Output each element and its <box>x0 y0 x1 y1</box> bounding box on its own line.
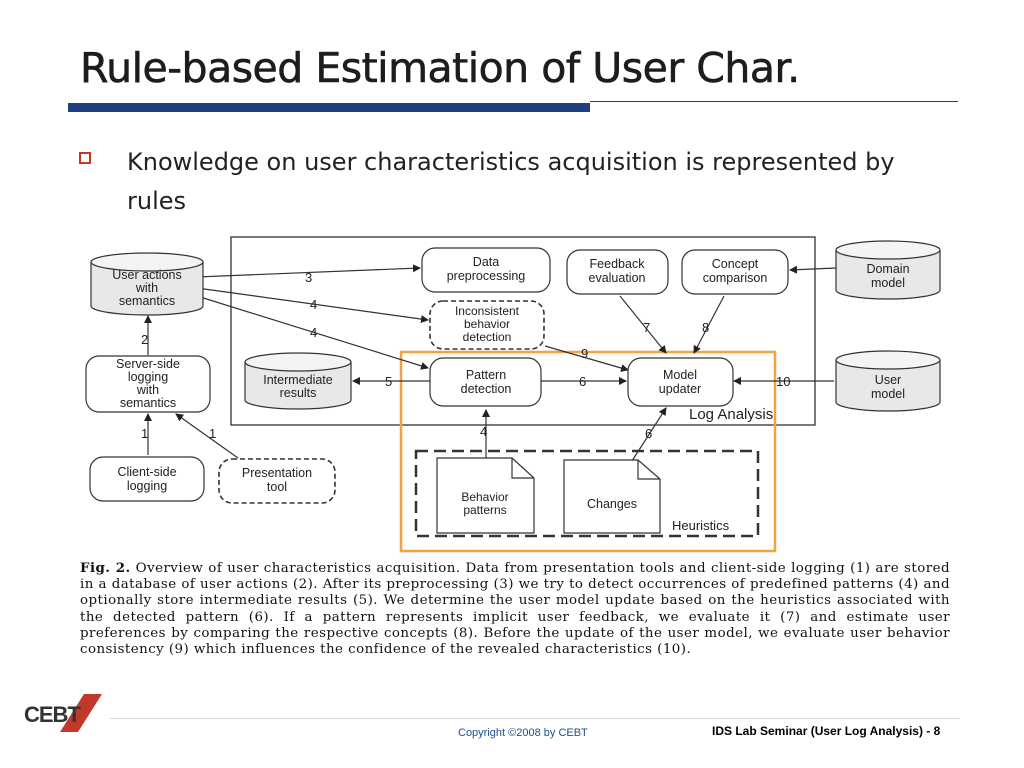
pattern-detection-node: Pattern detection <box>429 357 542 407</box>
feedback-evaluation-node: Feedback evaluation <box>566 249 669 295</box>
intermediate-results-store: Intermediate results <box>244 352 352 410</box>
edge-labels: 3 4 4 2 1 1 5 6 9 7 8 10 4 6 <box>141 270 790 441</box>
feedback-label-2: evaluation <box>589 271 646 285</box>
intermediate-label-2: results <box>280 386 317 400</box>
model-updater-label-1: Model <box>663 368 697 382</box>
intermediate-label-1: Intermediate <box>263 373 333 387</box>
title-underline-thick <box>68 103 590 112</box>
behavior-patterns-label-1: Behavior <box>461 490 508 504</box>
edge-label-6b: 6 <box>645 426 652 441</box>
logo-text: CEBT <box>24 702 81 727</box>
slide-title: Rule-based Estimation of User Char. <box>80 44 801 93</box>
feedback-label-1: Feedback <box>590 257 646 271</box>
cebt-logo: CEBT <box>24 694 102 732</box>
user-actions-label-1: User actions <box>112 268 181 282</box>
user-actions-label-3: semantics <box>119 294 175 308</box>
server-logging-label-4: semantics <box>120 396 176 410</box>
acquisition-diagram: Log Analysis Heuristics 3 4 4 2 1 1 5 6 … <box>85 236 941 553</box>
server-logging-label-1: Server-side <box>116 357 180 371</box>
figure-caption: Fig. 2. Overview of user characteristics… <box>80 560 950 658</box>
caption-text: Overview of user characteristics acquisi… <box>80 561 950 658</box>
user-actions-label-2: with <box>135 281 158 295</box>
edge-label-4b: 4 <box>310 325 317 340</box>
domain-model-store: Domain model <box>835 240 941 300</box>
heuristics-frame <box>414 449 760 538</box>
user-actions-store: User actions with semantics <box>90 252 204 316</box>
presentation-tool-label-2: tool <box>267 480 287 494</box>
inconsistent-label-2: behavior <box>464 317 510 331</box>
edge-lines <box>144 264 837 465</box>
data-preprocessing-label-1: Data <box>473 255 499 269</box>
user-model-store: User model <box>835 350 941 412</box>
inconsistent-label-1: Inconsistent <box>455 304 520 318</box>
server-logging-label-2: logging <box>128 370 168 384</box>
client-logging-label-2: logging <box>127 479 167 493</box>
copyright-text: Copyright ©2008 by CEBT <box>458 727 588 739</box>
edge-label-10: 10 <box>776 374 790 389</box>
caption-label: Fig. 2. <box>80 560 131 576</box>
seminar-page-label: IDS Lab Seminar (User Log Analysis) - 8 <box>712 724 941 738</box>
edge-label-2: 2 <box>141 332 148 347</box>
data-preprocessing-label-2: preprocessing <box>447 269 526 283</box>
footer-divider <box>110 718 960 719</box>
bullet-text: Knowledge on user characteristics acquis… <box>127 148 895 215</box>
behavior-patterns-label-2: patterns <box>463 503 506 517</box>
heuristics-label: Heuristics <box>672 518 730 533</box>
client-side-logging-node: Client-side logging <box>89 456 205 502</box>
log-analysis-label: Log Analysis <box>689 406 773 423</box>
concept-label-1: Concept <box>712 257 759 271</box>
concept-label-2: comparison <box>703 271 768 285</box>
pattern-detection-label-2: detection <box>461 382 512 396</box>
data-preprocessing-node: Data preprocessing <box>421 247 551 293</box>
edge-label-1b: 1 <box>209 426 216 441</box>
edge-label-9: 9 <box>581 346 588 361</box>
server-logging-label-3: with <box>136 383 159 397</box>
pattern-detection-label-1: Pattern <box>466 368 506 382</box>
log-analysis-frame <box>230 236 816 426</box>
edge-label-6a: 6 <box>579 374 586 389</box>
behavior-patterns-document: Behavior patterns <box>436 457 535 534</box>
server-side-logging-node: Server-side logging with semantics <box>85 355 211 413</box>
edge-label-5: 5 <box>385 374 392 389</box>
inconsistent-behavior-node: Inconsistent behavior detection <box>429 300 545 350</box>
presentation-tool-label-1: Presentation <box>242 466 312 480</box>
model-updater-node: Model updater <box>627 357 734 407</box>
domain-model-label-1: Domain <box>866 262 909 276</box>
highlight-frame <box>399 350 777 553</box>
inconsistent-label-3: detection <box>463 330 512 344</box>
edge-label-7: 7 <box>643 320 650 335</box>
changes-label: Changes <box>587 497 637 511</box>
edge-label-4a: 4 <box>310 297 317 312</box>
edge-label-3: 3 <box>305 270 312 285</box>
user-model-label-2: model <box>871 387 905 401</box>
user-model-label-1: User <box>875 373 901 387</box>
client-logging-label-1: Client-side <box>117 465 176 479</box>
model-updater-label-2: updater <box>659 382 701 396</box>
presentation-tool-node: Presentation tool <box>218 458 336 504</box>
square-bullet-icon <box>79 152 91 164</box>
edge-label-4c: 4 <box>480 424 487 439</box>
domain-model-label-2: model <box>871 276 905 290</box>
edge-label-8: 8 <box>702 320 709 335</box>
concept-comparison-node: Concept comparison <box>681 249 789 295</box>
title-underline-thin <box>590 101 958 102</box>
changes-document: Changes <box>563 459 661 534</box>
edge-label-1a: 1 <box>141 426 148 441</box>
